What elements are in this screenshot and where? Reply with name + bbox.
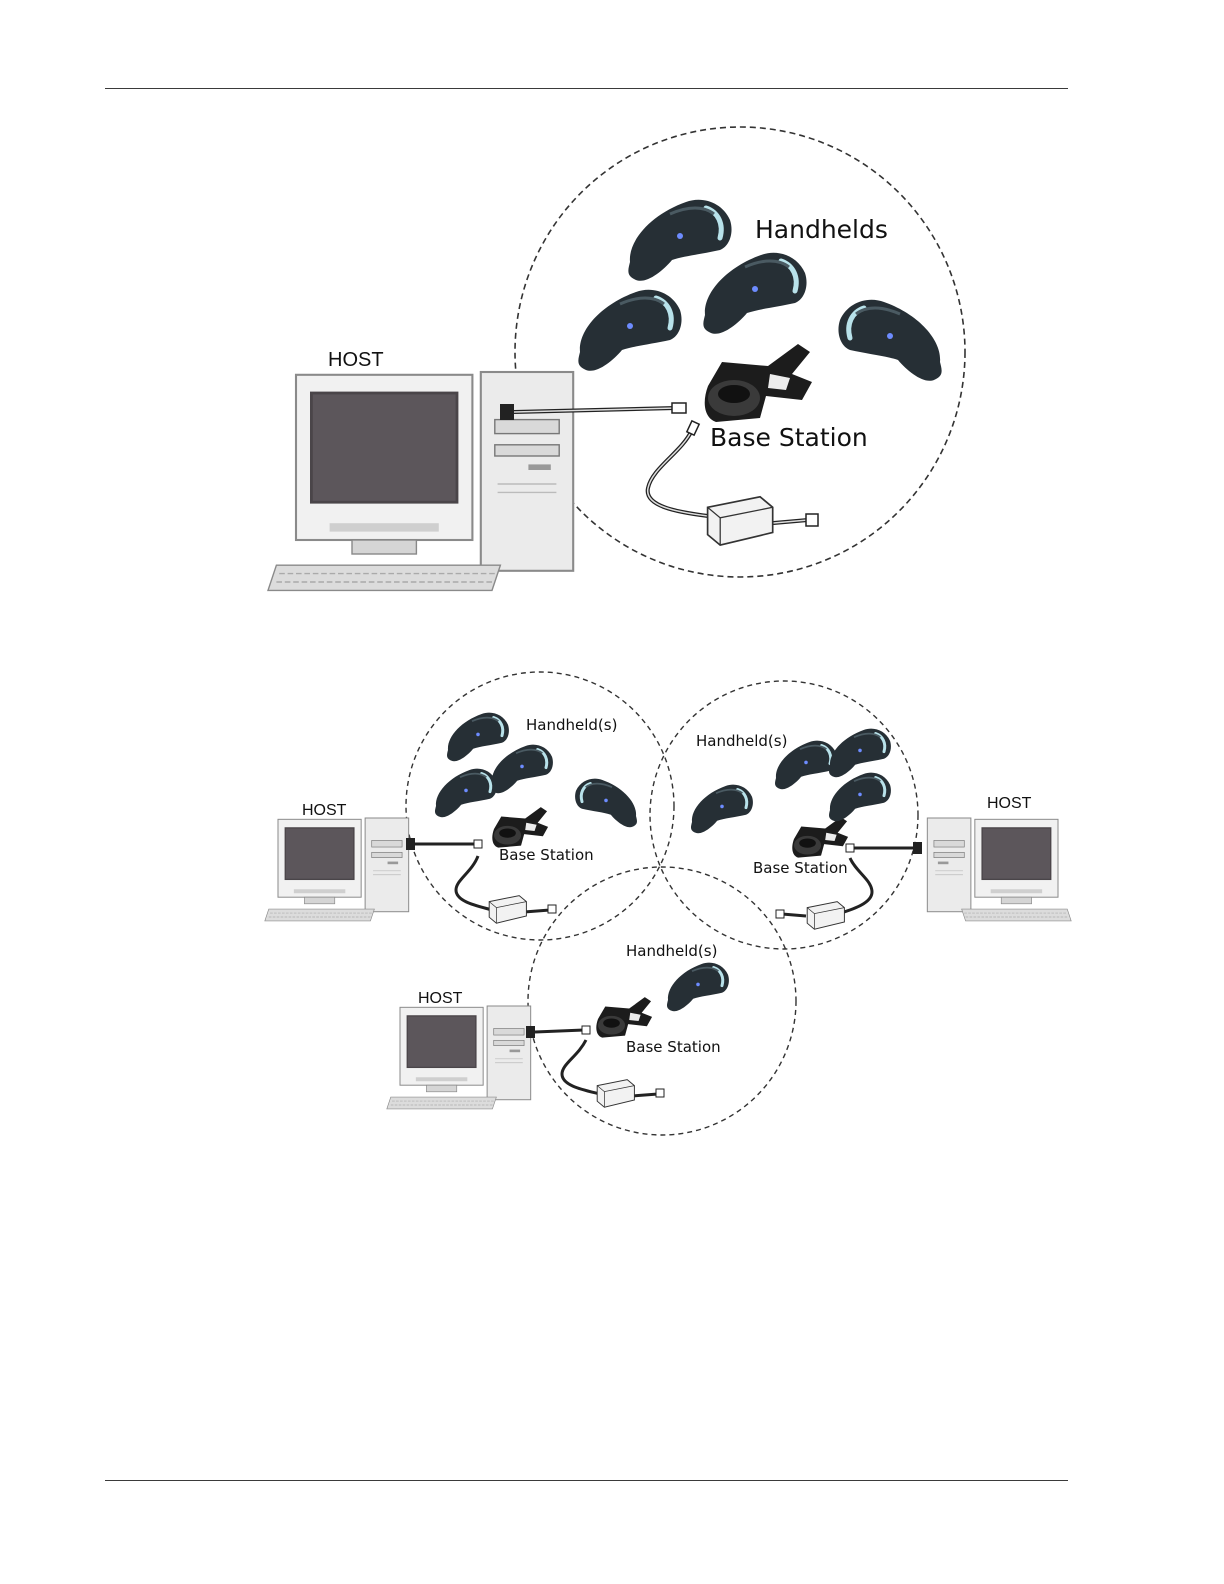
power-supply-icon <box>489 896 526 924</box>
base-station-icon <box>705 344 812 422</box>
figure1: HOST Handhelds Base Station <box>268 127 965 590</box>
handheld-scanner-icon <box>829 773 891 822</box>
base-station-label: Base Station <box>499 846 594 864</box>
computer-icon <box>268 372 573 590</box>
handheld-scanner-icon <box>447 713 509 762</box>
base-station-icon <box>792 817 848 858</box>
handheld-scanner-icon <box>491 745 553 794</box>
handheld-label: Handheld(s) <box>626 942 717 960</box>
handheld-scanner-icon <box>838 300 941 381</box>
base-station-label: Base Station <box>710 423 868 452</box>
power-supply-icon <box>807 902 844 930</box>
cell-right: HOST Handheld(s) Base Station <box>691 729 1071 930</box>
computer-icon <box>927 818 1071 921</box>
power-supply-icon <box>597 1080 634 1108</box>
handheld-scanner-icon <box>578 290 681 371</box>
base-station-icon <box>596 997 652 1038</box>
figure2: HOST Handheld(s) Base Station HOST <box>265 672 1071 1135</box>
computer-icon <box>265 818 409 921</box>
host-label: HOST <box>302 802 347 819</box>
handheld-scanner-icon <box>435 769 497 818</box>
cell-left: HOST Handheld(s) Base Station <box>265 713 637 924</box>
handhelds-label: Handhelds <box>755 215 888 244</box>
handheld-label: Handheld(s) <box>526 716 617 734</box>
host-label: HOST <box>328 349 384 371</box>
handheld-scanner-icon <box>829 729 891 778</box>
handheld-scanner-icon <box>691 785 753 834</box>
handheld-scanner-icon <box>575 779 637 828</box>
power-supply-icon <box>708 497 773 545</box>
base-station-icon <box>492 807 548 848</box>
handheld-scanner-icon <box>628 200 731 281</box>
host-label: HOST <box>987 795 1032 812</box>
base-station-label: Base Station <box>626 1038 721 1056</box>
base-station-label: Base Station <box>753 859 848 877</box>
host-label: HOST <box>418 990 463 1007</box>
handheld-label: Handheld(s) <box>696 732 787 750</box>
cell-bottom: HOST Handheld(s) Base Station <box>387 942 729 1109</box>
computer-icon <box>387 1006 531 1109</box>
coverage-circle-right <box>650 681 918 949</box>
handheld-scanner-icon <box>703 253 806 334</box>
handheld-scanner-icon <box>667 963 729 1012</box>
